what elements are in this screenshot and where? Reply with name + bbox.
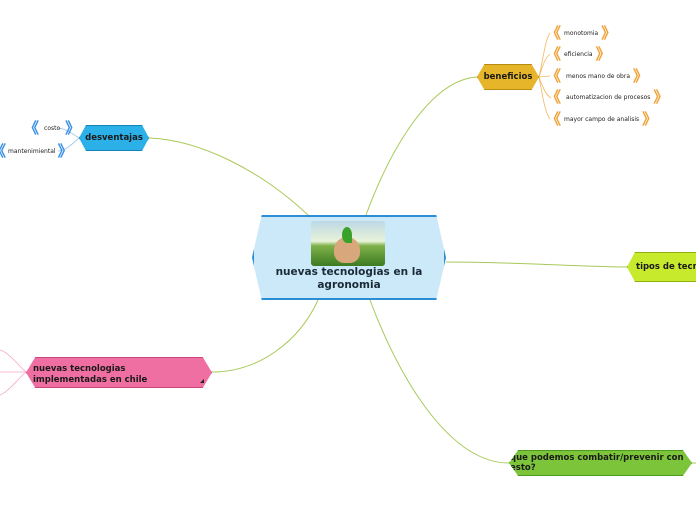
right-bracket-icon: 》 xyxy=(0,365,7,380)
link-desventajas xyxy=(148,137,309,216)
right-bracket-icon: 》 xyxy=(57,142,73,160)
central-topic-image xyxy=(311,221,385,266)
link-desv-leaf-1 xyxy=(57,127,80,139)
left-bracket-icon: 《 xyxy=(0,144,6,159)
right-bracket-icon: 》 xyxy=(0,343,7,358)
central-topic-title: nuevas tecnologias en la agronomia xyxy=(275,266,423,291)
right-bracket-icon: 》 xyxy=(595,45,611,63)
subtopic-beneficios-5[interactable]: 《 mayor campo de analisis 》 xyxy=(546,110,658,128)
link-benef-leaf-4 xyxy=(538,76,552,99)
link-benef-leaf-3 xyxy=(538,75,551,78)
topic-tipos[interactable]: tipos de tecnolo xyxy=(627,252,696,282)
left-bracket-icon: 《 xyxy=(546,88,562,106)
right-bracket-icon: 》 xyxy=(633,67,649,85)
link-nuevas xyxy=(211,299,319,373)
right-bracket-icon: 》 xyxy=(0,388,7,403)
subtopic-desventajas-2[interactable]: 《 mantenimiental 》 xyxy=(0,142,73,160)
link-benef-leaf-5 xyxy=(538,76,551,120)
right-bracket-icon: 》 xyxy=(601,24,617,42)
left-bracket-icon: 《 xyxy=(24,119,40,137)
collapse-corner-icon[interactable] xyxy=(200,379,204,383)
topic-desventajas-label: desventajas xyxy=(85,133,143,143)
topic-nuevas-label: nuevas tecnologias implementadas en chil… xyxy=(33,364,148,385)
topic-beneficios-label: beneficios xyxy=(483,72,533,82)
left-bracket-icon: 《 xyxy=(546,67,562,85)
subtopic-nuevas-3[interactable]: 》 xyxy=(0,388,7,403)
link-benef-leaf-2 xyxy=(538,53,551,78)
right-bracket-icon: 》 xyxy=(642,110,658,128)
topic-combatir-prevenir[interactable]: que podemos combatir/prevenir con esto? xyxy=(509,450,692,476)
link-desv-leaf-2 xyxy=(57,137,80,152)
right-bracket-icon: 》 xyxy=(653,88,669,106)
link-nuevas-leaf-1 xyxy=(0,349,27,373)
subtopic-beneficios-4[interactable]: 《 automatizacion de procesos 》 xyxy=(546,88,669,106)
subtopic-desventajas-1[interactable]: 《 costo 》 xyxy=(24,119,81,137)
subtopic-nuevas-2[interactable]: 》 xyxy=(0,365,7,380)
sprout-image-part xyxy=(342,227,352,243)
left-bracket-icon: 《 xyxy=(546,45,562,63)
left-bracket-icon: 《 xyxy=(546,24,562,42)
left-bracket-icon: 《 xyxy=(546,110,562,128)
link-tipos xyxy=(445,261,628,268)
subtopic-beneficios-2[interactable]: 《 eficiencia 》 xyxy=(546,45,611,63)
topic-tipos-label: tipos de tecnolo xyxy=(636,262,696,272)
link-nuevas-leaf-3 xyxy=(0,371,27,396)
subtopic-nuevas-1[interactable]: 》 xyxy=(0,343,7,358)
topic-nuevas-tecnologias[interactable]: nuevas tecnologias implementadas en chil… xyxy=(26,357,212,388)
link-beneficios xyxy=(365,76,478,216)
subtopic-beneficios-1[interactable]: 《 monotomia 》 xyxy=(546,24,617,42)
link-combatir xyxy=(369,299,510,464)
topic-combatir-label: que podemos combatir/prevenir con esto? xyxy=(510,453,684,473)
topic-desventajas[interactable]: desventajas xyxy=(79,125,149,151)
subtopic-beneficios-3[interactable]: 《 menos mano de obra 》 xyxy=(546,67,649,85)
topic-beneficios[interactable]: beneficios xyxy=(477,64,539,90)
right-bracket-icon: 》 xyxy=(65,119,81,137)
link-benef-leaf-1 xyxy=(538,32,551,78)
